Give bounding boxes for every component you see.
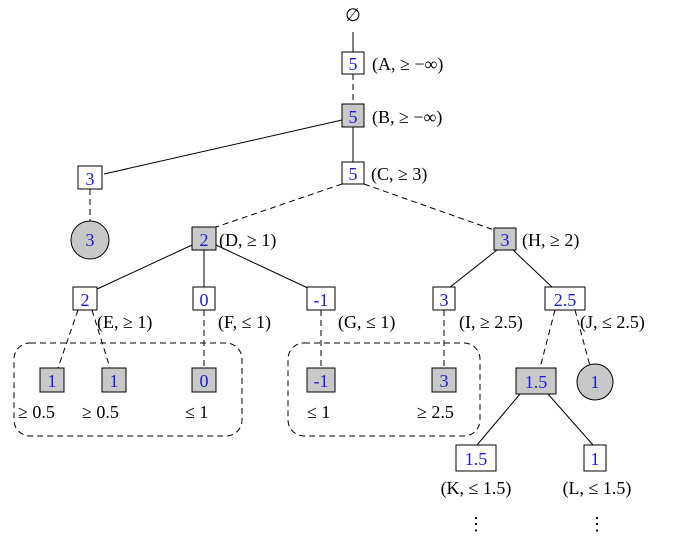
node-d-value: 2 bbox=[200, 230, 209, 250]
node-g-value: -1 bbox=[314, 290, 329, 310]
edge-n18-k bbox=[476, 393, 521, 446]
node-e-label: (E, ≥ 1) bbox=[97, 312, 152, 333]
node-k-box bbox=[455, 444, 497, 472]
leaf-group-left bbox=[13, 342, 243, 437]
leaf-3-box bbox=[191, 367, 217, 393]
node-a-label: (A, ≥ −∞) bbox=[372, 54, 443, 75]
node-c: 5 (C, ≥ 3) bbox=[341, 161, 427, 185]
node-n3-value: 3 bbox=[86, 169, 95, 189]
node-b-box bbox=[341, 103, 365, 128]
node-n19-circle bbox=[576, 363, 614, 401]
node-i: 3 (I, ≥ 2.5) bbox=[432, 286, 523, 333]
leaf-4-box bbox=[306, 367, 336, 393]
edge-c-h bbox=[363, 183, 495, 231]
leaf-1-label: ≥ 0.5 bbox=[18, 402, 55, 422]
node-k: 1.5 (K, ≤ 1.5) bbox=[441, 444, 512, 499]
continuation-dots-k: ⋮ bbox=[467, 514, 485, 534]
leaf-1: 1 ≥ 0.5 bbox=[18, 367, 65, 422]
node-n3: 3 bbox=[77, 165, 103, 190]
node-i-label: (I, ≥ 2.5) bbox=[459, 312, 523, 333]
node-j-box bbox=[544, 286, 586, 311]
node-c-box bbox=[341, 161, 365, 185]
node-f: 0 (F, ≤ 1) bbox=[192, 286, 271, 333]
node-n19-value: 1 bbox=[591, 372, 600, 392]
continuation-dots-l: ⋮ bbox=[588, 514, 606, 534]
node-n4-terminal: 3 bbox=[70, 220, 110, 260]
node-n4-circle bbox=[70, 220, 110, 260]
edge-b-n3 bbox=[103, 119, 343, 175]
node-k-value: 1.5 bbox=[465, 449, 488, 469]
node-n19-terminal: 1 bbox=[576, 363, 614, 401]
node-n3-box bbox=[77, 165, 103, 190]
leaf-4: -1 ≤ 1 bbox=[306, 367, 336, 422]
node-i-box bbox=[432, 286, 456, 311]
node-e-value: 2 bbox=[81, 290, 90, 310]
node-f-label: (F, ≤ 1) bbox=[218, 312, 271, 333]
edge-e-leaf2 bbox=[91, 309, 111, 369]
node-l-label: (L, ≤ 1.5) bbox=[563, 478, 632, 499]
leaf-2-box bbox=[101, 367, 127, 393]
node-j-value: 2.5 bbox=[554, 290, 577, 310]
leaf-3-label: ≤ 1 bbox=[185, 402, 208, 422]
node-a: 5 (A, ≥ −∞) bbox=[341, 51, 443, 75]
node-l-value: 1 bbox=[591, 449, 600, 469]
node-c-label: (C, ≥ 3) bbox=[371, 164, 427, 185]
node-d-box bbox=[191, 226, 217, 251]
node-n18-value: 1.5 bbox=[525, 372, 548, 392]
leaf-5-box bbox=[431, 367, 457, 393]
edge-h-j bbox=[512, 249, 554, 289]
node-g-box bbox=[306, 286, 336, 311]
leaf-5: 3 ≥ 2.5 bbox=[417, 367, 457, 422]
node-d: 2 (D, ≥ 1) bbox=[191, 226, 276, 251]
node-l-box bbox=[583, 444, 607, 472]
node-h: 3 (H, ≥ 2) bbox=[493, 227, 579, 251]
edge-c-d bbox=[215, 183, 343, 228]
leaf-4-value: -1 bbox=[314, 371, 329, 391]
edge-j-n18 bbox=[539, 309, 556, 369]
leaf-2: 1 ≥ 0.5 bbox=[82, 367, 127, 422]
node-a-value: 5 bbox=[349, 54, 358, 74]
node-g-label: (G, ≤ 1) bbox=[338, 312, 395, 333]
node-k-label: (K, ≤ 1.5) bbox=[441, 478, 512, 499]
node-e-box bbox=[72, 286, 98, 311]
node-e: 2 (E, ≥ 1) bbox=[72, 286, 152, 333]
leaf-5-label: ≥ 2.5 bbox=[417, 402, 454, 422]
edge-e-leaf1 bbox=[57, 309, 79, 369]
node-c-value: 5 bbox=[349, 164, 358, 184]
node-l: 1 (L, ≤ 1.5) bbox=[563, 444, 632, 499]
node-j-label: (J, ≤ 2.5) bbox=[580, 312, 645, 333]
node-i-value: 3 bbox=[440, 290, 449, 310]
node-g: -1 (G, ≤ 1) bbox=[306, 286, 395, 333]
node-h-label: (H, ≥ 2) bbox=[522, 230, 579, 251]
leaf-4-label: ≤ 1 bbox=[307, 402, 330, 422]
leaf-group-middle bbox=[287, 342, 481, 437]
node-n18-box bbox=[515, 367, 557, 395]
node-h-box bbox=[493, 227, 517, 251]
node-a-box bbox=[341, 51, 365, 75]
leaf-3-value: 0 bbox=[200, 371, 209, 391]
node-b: 5 (B, ≥ −∞) bbox=[341, 103, 442, 128]
node-f-value: 0 bbox=[200, 290, 209, 310]
node-h-value: 3 bbox=[501, 230, 510, 250]
node-b-label: (B, ≥ −∞) bbox=[372, 107, 442, 128]
root-empty-set-symbol: ∅ bbox=[345, 5, 361, 25]
node-b-value: 5 bbox=[349, 107, 358, 127]
node-j: 2.5 (J, ≤ 2.5) bbox=[544, 286, 645, 333]
edge-h-i bbox=[448, 249, 498, 289]
edge-d-g bbox=[215, 244, 313, 291]
leaf-2-value: 1 bbox=[110, 371, 119, 391]
leaf-3: 0 ≤ 1 bbox=[185, 367, 217, 422]
leaf-1-box bbox=[39, 367, 65, 393]
node-f-box bbox=[192, 286, 216, 311]
leaf-1-value: 1 bbox=[48, 371, 57, 391]
node-n4-value: 3 bbox=[86, 230, 95, 250]
node-n18: 1.5 bbox=[515, 367, 557, 395]
node-d-label: (D, ≥ 1) bbox=[219, 230, 276, 251]
edge-n18-l bbox=[547, 393, 594, 446]
edge-d-e bbox=[94, 244, 193, 291]
leaf-2-label: ≥ 0.5 bbox=[82, 402, 119, 422]
leaf-5-value: 3 bbox=[440, 371, 449, 391]
